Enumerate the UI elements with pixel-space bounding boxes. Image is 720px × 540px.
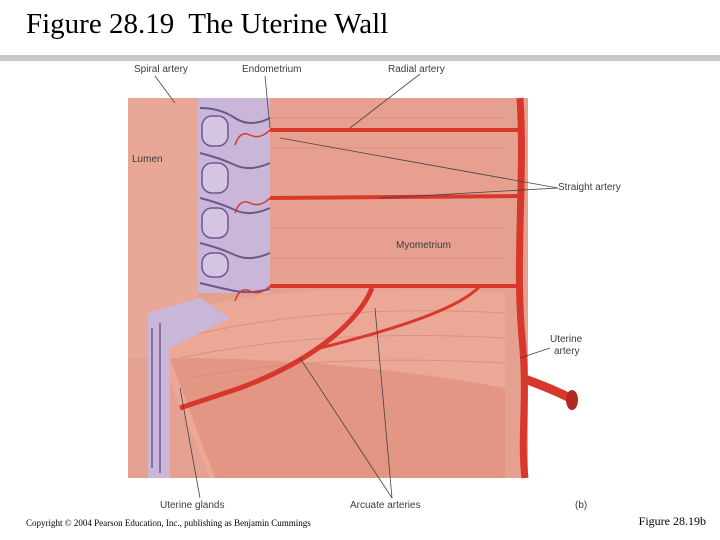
uterine-artery-cut-end (566, 390, 578, 410)
uterine-artery-label-line2: artery (554, 346, 580, 357)
lower-endometrium (148, 298, 230, 478)
slide-title: Figure 28.19 The Uterine Wall (26, 8, 389, 40)
panel-label: (b) (575, 500, 588, 511)
arcuate-arteries-label: Arcuate arteries (350, 500, 421, 511)
straight-artery-label: Straight artery (558, 182, 621, 193)
uterine-glands-label: Uterine glands (160, 500, 225, 511)
radial-artery-label: Radial artery (388, 64, 445, 75)
leader-lines (154, 73, 559, 499)
myometrium-label: Myometrium (396, 240, 452, 251)
arcuate-artery-2 (319, 284, 482, 350)
copyright-notice: Copyright © 2004 Pearson Education, Inc.… (26, 518, 311, 528)
title-divider (0, 55, 720, 61)
arcuate-artery-1 (179, 287, 375, 411)
spiral-artery-label: Spiral artery (134, 64, 188, 75)
lower-gland-tubes (151, 323, 161, 473)
endometrium-label: Endometrium (242, 64, 302, 75)
lumen-label: Lumen (132, 154, 163, 165)
uterine-artery-label-line1: Uterine (550, 334, 583, 345)
endometrium-glands (199, 107, 271, 294)
lower-tissue-face (170, 358, 505, 478)
spiral-arteries (234, 129, 271, 302)
uterine-artery (515, 97, 529, 479)
uterine-wall-drawing (128, 73, 578, 499)
figure-reference: Figure 28.19b (638, 514, 706, 528)
uterine-artery-branch (520, 373, 573, 403)
uterine-wall-illustration: Spiral artery Endometrium Radial artery … (120, 58, 640, 518)
myometrium-fibers (270, 117, 505, 259)
endometrium-crypts (201, 115, 229, 278)
